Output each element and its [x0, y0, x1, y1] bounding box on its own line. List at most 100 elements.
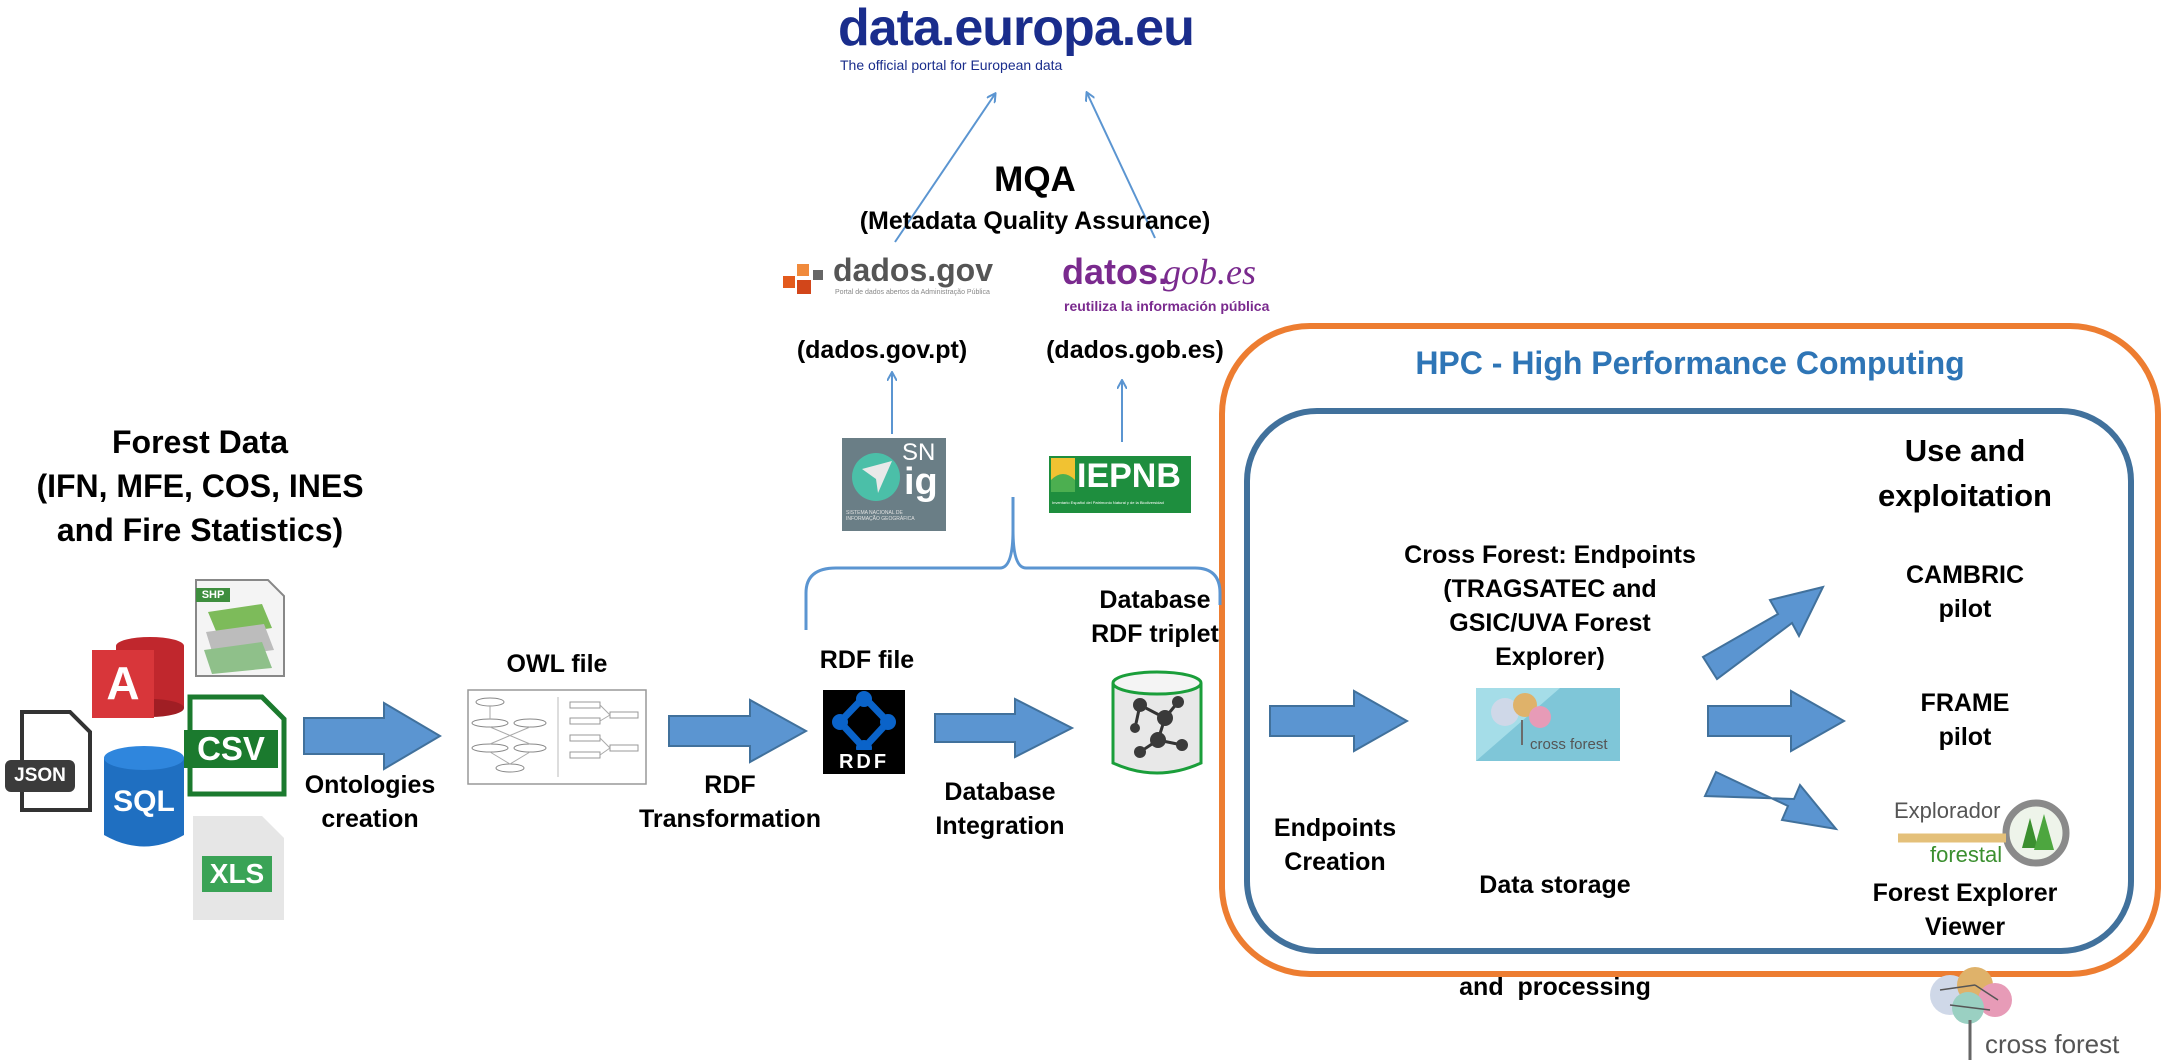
arrow-rdf-transformation — [668, 698, 809, 764]
xls-file-icon — [193, 816, 284, 920]
viewer-line-2: Viewer — [1924, 913, 2006, 941]
snig-text: SN ig SISTEMA NACIONAL DE INFORMAÇÃO GEO… — [842, 438, 946, 531]
datos-logo-sub: reutiliza la información pública — [1064, 298, 1270, 314]
hpc-title: HPC - High Performance Computing — [1415, 345, 1965, 381]
cross-forest-endpoints-label: Cross Forest: Endpoints (TRAGSATEC and G… — [1390, 538, 1710, 674]
endpoints-creation-line-2: Creation — [1284, 848, 1386, 876]
arrow-datos-to-europa — [1087, 93, 1156, 239]
owl-diagram-thumbnail — [467, 689, 647, 785]
rdf-file-label: RDF file — [819, 646, 915, 674]
cambric-pilot-label: CAMBRIC pilot — [1880, 558, 2050, 626]
cross-forest-line-1: Cross Forest: Endpoints — [1404, 541, 1696, 569]
datos-logo-part-b: gob.es — [1163, 252, 1256, 292]
arrow-to-explorer — [1703, 770, 1839, 831]
database-integration-line-2: Integration — [935, 812, 1065, 840]
frame-line-1: FRAME — [1920, 689, 2010, 717]
footer-cross-forest-tree — [1930, 967, 2012, 1060]
rdf-transformation-line-2: Transformation — [639, 805, 821, 833]
explorador-forestal-logo: Explorador forestal — [1890, 798, 2020, 868]
rdf-logo-text: RDF — [838, 751, 890, 773]
access-file-icon — [92, 637, 184, 718]
data-europa-tagline: The official portal for European data — [840, 57, 1063, 73]
csv-label: CSV — [197, 730, 265, 767]
dados-gov-text: dados.gov — [833, 252, 994, 288]
datos-logo-part-a: datos. — [1062, 251, 1169, 292]
xls-label: XLS — [209, 858, 265, 889]
iepnb-subtext: Inventario Español del Patrimonio Natura… — [1052, 500, 1164, 505]
forest-data-title-line-2: (IFN, MFE, COS, INES — [36, 468, 364, 504]
iepnb-logo — [1049, 456, 1191, 513]
data-storage-line-2: and processing — [1459, 973, 1651, 1001]
snig-logo — [842, 438, 946, 531]
shp-label: SHP — [201, 589, 225, 601]
database-rdf-triplet-line-2: RDF triplet — [1091, 620, 1219, 648]
hpc-outer-box — [1219, 323, 2161, 977]
forest-data-title: Forest Data (IFN, MFE, COS, INES and Fir… — [20, 420, 380, 552]
csv-file-icon — [184, 694, 287, 797]
forest-explorer-viewer-label: Forest Explorer Viewer — [1840, 876, 2090, 944]
database-integration-line-1: Database — [944, 778, 1056, 806]
use-and-exploitation-label: Use and exploitation — [1840, 428, 2090, 518]
endpoints-creation-line-1: Endpoints — [1273, 814, 1397, 842]
json-label: JSON — [14, 765, 66, 786]
cross-forest-line-3: GSIC/UVA Forest — [1449, 609, 1651, 637]
mqa-title: MQA — [994, 160, 1076, 199]
owl-file-label: OWL file — [506, 650, 608, 678]
sql-database-icon — [104, 746, 184, 847]
database-integration-label: Database Integration — [910, 775, 1090, 843]
cross-forest-thumbnail — [1476, 688, 1620, 761]
frame-line-2: pilot — [1938, 723, 1992, 751]
explorador-text: Explorador — [1894, 798, 2001, 823]
ontologies-creation-label: Ontologies creation — [290, 768, 450, 836]
footer-cross-forest-text: cross forest — [1985, 1029, 2120, 1059]
forestal-text: forestal — [1930, 842, 2003, 867]
arrow-endpoints-creation — [1269, 689, 1410, 753]
frame-pilot-label: FRAME pilot — [1880, 686, 2050, 754]
database-rdf-triplet-line-1: Database — [1099, 586, 1211, 614]
arrow-dados-to-europa — [894, 94, 995, 243]
data-europa-logo: data.europa.eu — [838, 0, 1218, 56]
access-label: A — [106, 657, 140, 709]
viewer-line-1: Forest Explorer — [1872, 879, 2058, 907]
arrow-ontologies — [303, 701, 442, 771]
snig-text-a: SN — [902, 439, 936, 466]
source-brace — [804, 497, 1222, 630]
rdf-logo-graphic — [821, 688, 907, 776]
shp-file-icon — [195, 579, 285, 677]
datos-gob-es-label: (dados.gob.es) — [1046, 336, 1224, 364]
use-line-2: exploitation — [1878, 478, 2052, 513]
dados-gov-mark — [783, 256, 827, 300]
datos-gob-es-logo: datos. gob.es reutiliza la información p… — [1062, 250, 1272, 320]
rdf-transformation-label: RDF Transformation — [630, 768, 830, 836]
magnifier-icon — [1898, 799, 2070, 867]
cross-forest-line-4: Explorer) — [1495, 643, 1605, 671]
json-file-icon — [5, 710, 92, 812]
dados-gov-subtext: Portal de dados abertos da Administração… — [835, 289, 990, 296]
database-cylinder-icon — [1111, 670, 1203, 775]
forest-data-title-line-1: Forest Data — [111, 424, 289, 460]
forest-data-title-line-3: and Fire Statistics) — [56, 512, 344, 548]
sql-label: SQL — [113, 785, 175, 818]
cambric-line-2: pilot — [1938, 595, 1992, 623]
data-storage-line-1: Data storage — [1479, 871, 1631, 899]
endpoints-creation-label: Endpoints Creation — [1255, 811, 1415, 879]
use-line-1: Use and — [1904, 433, 2026, 468]
mqa-subtitle: (Metadata Quality Assurance) — [859, 207, 1211, 235]
database-rdf-triplet-label: Database RDF triplet — [1070, 583, 1240, 651]
arrow-database-integration — [934, 697, 1075, 759]
rdf-transformation-line-1: RDF — [704, 771, 756, 799]
ontologies-line-2: creation — [321, 805, 419, 833]
cross-forest-thumbnail-text: cross forest — [1530, 736, 1608, 753]
cross-forest-line-2: (TRAGSATEC and — [1443, 575, 1657, 603]
iepnb-text: IEPNB — [1077, 457, 1181, 495]
cambric-line-1: CAMBRIC — [1905, 561, 2025, 589]
data-storage-label: Data storage and processing — [1430, 800, 1680, 1064]
data-europa-logo-text: data.europa.eu — [838, 0, 1195, 57]
arrow-to-cambric — [1701, 585, 1825, 681]
snig-subtext: SISTEMA NACIONAL DE INFORMAÇÃO GEOGRÁFIC… — [846, 510, 915, 522]
arrow-to-frame — [1707, 689, 1847, 753]
dados-gov-logo: dados.gov Portal de dados abertos da Adm… — [777, 248, 997, 320]
ontologies-line-1: Ontologies — [304, 771, 436, 799]
